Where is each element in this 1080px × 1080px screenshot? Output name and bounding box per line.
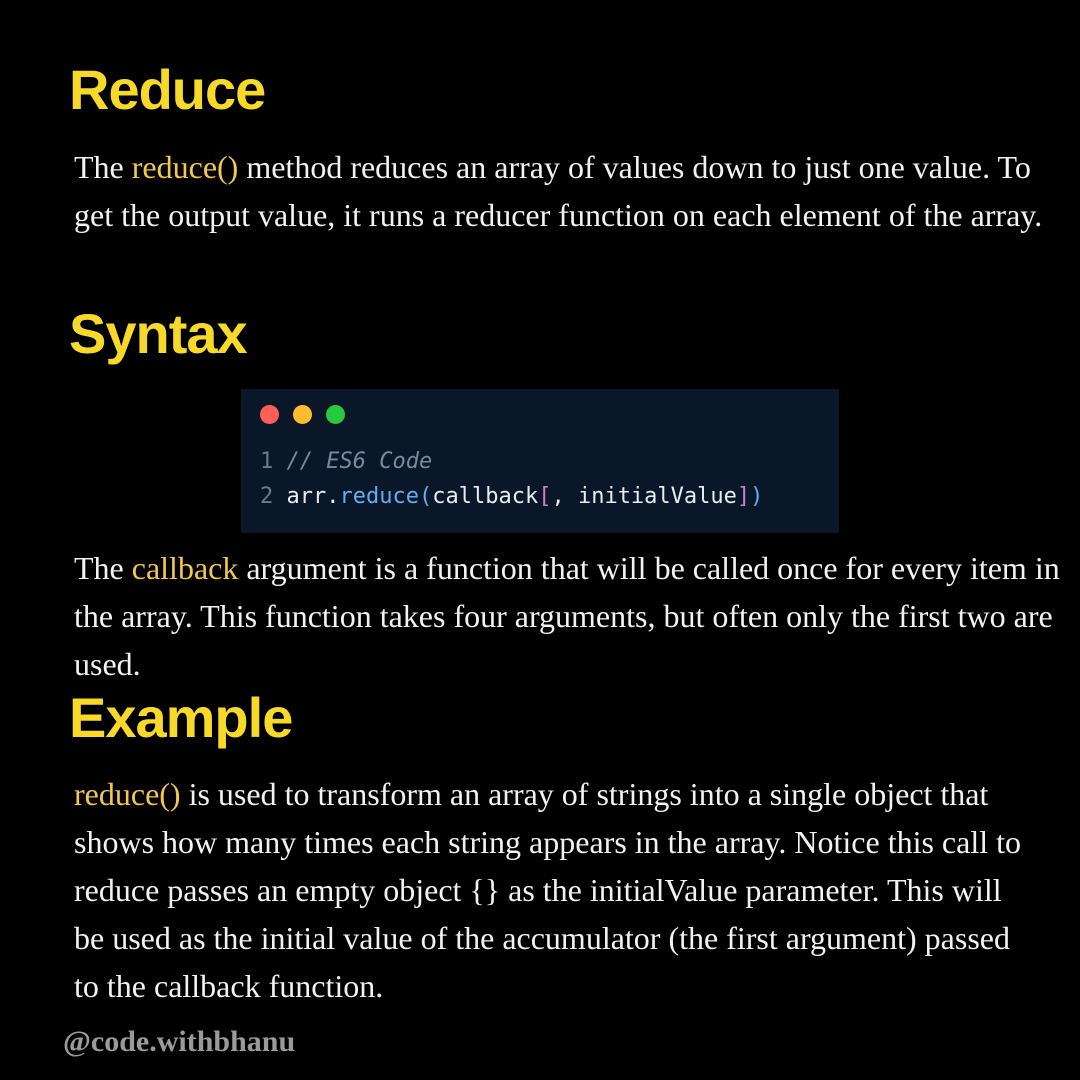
callback-description: The callback argument is a function that… (74, 544, 1064, 688)
example-text-after: is used to transform an array of strings… (74, 776, 1021, 1004)
yellow-dot-icon (293, 405, 312, 424)
callback-text-before: The (74, 550, 132, 586)
author-handle-watermark: @code.withbhanu (63, 1025, 296, 1058)
code-comment: // ES6 Code (286, 449, 433, 474)
code-paren-open: ( (418, 484, 433, 509)
example-reduce-highlight: reduce() (74, 776, 181, 812)
reduce-description: The reduce() method reduces an array of … (74, 143, 1064, 239)
example-description: reduce() is used to transform an array o… (74, 770, 1034, 1010)
line-number: 1 (260, 449, 274, 474)
code-paren-close: ) (750, 484, 764, 509)
code-arg-callback: callback (432, 484, 539, 509)
code-snippet-window: 1 // ES6 Code 2 arr.reduce(callback[, in… (241, 389, 839, 533)
code-object: arr (286, 484, 327, 509)
green-dot-icon (326, 405, 345, 424)
code-line: 2 arr.reduce(callback[, initialValue]) (260, 482, 763, 512)
code-separator: , (551, 484, 578, 509)
reduce-heading: Reduce (69, 58, 266, 121)
code-bracket-close: ] (736, 484, 751, 509)
code-arg-initial-value: initialValue (577, 484, 737, 509)
code-bracket-open: [ (538, 484, 552, 509)
code-method: reduce (339, 484, 419, 509)
example-heading: Example (69, 686, 293, 749)
reduce-method-highlight: reduce() (131, 149, 239, 185)
callback-highlight: callback (131, 550, 239, 586)
line-number: 2 (260, 484, 274, 509)
code-line: 1 // ES6 Code (260, 447, 432, 477)
syntax-heading: Syntax (69, 302, 248, 365)
code-dot: . (326, 484, 340, 509)
intro-text-after: method reduces an array of values down t… (74, 149, 1043, 233)
callback-text-after: argument is a function that will be call… (74, 550, 1060, 682)
red-dot-icon (260, 405, 279, 424)
intro-text-before: The (74, 149, 132, 185)
